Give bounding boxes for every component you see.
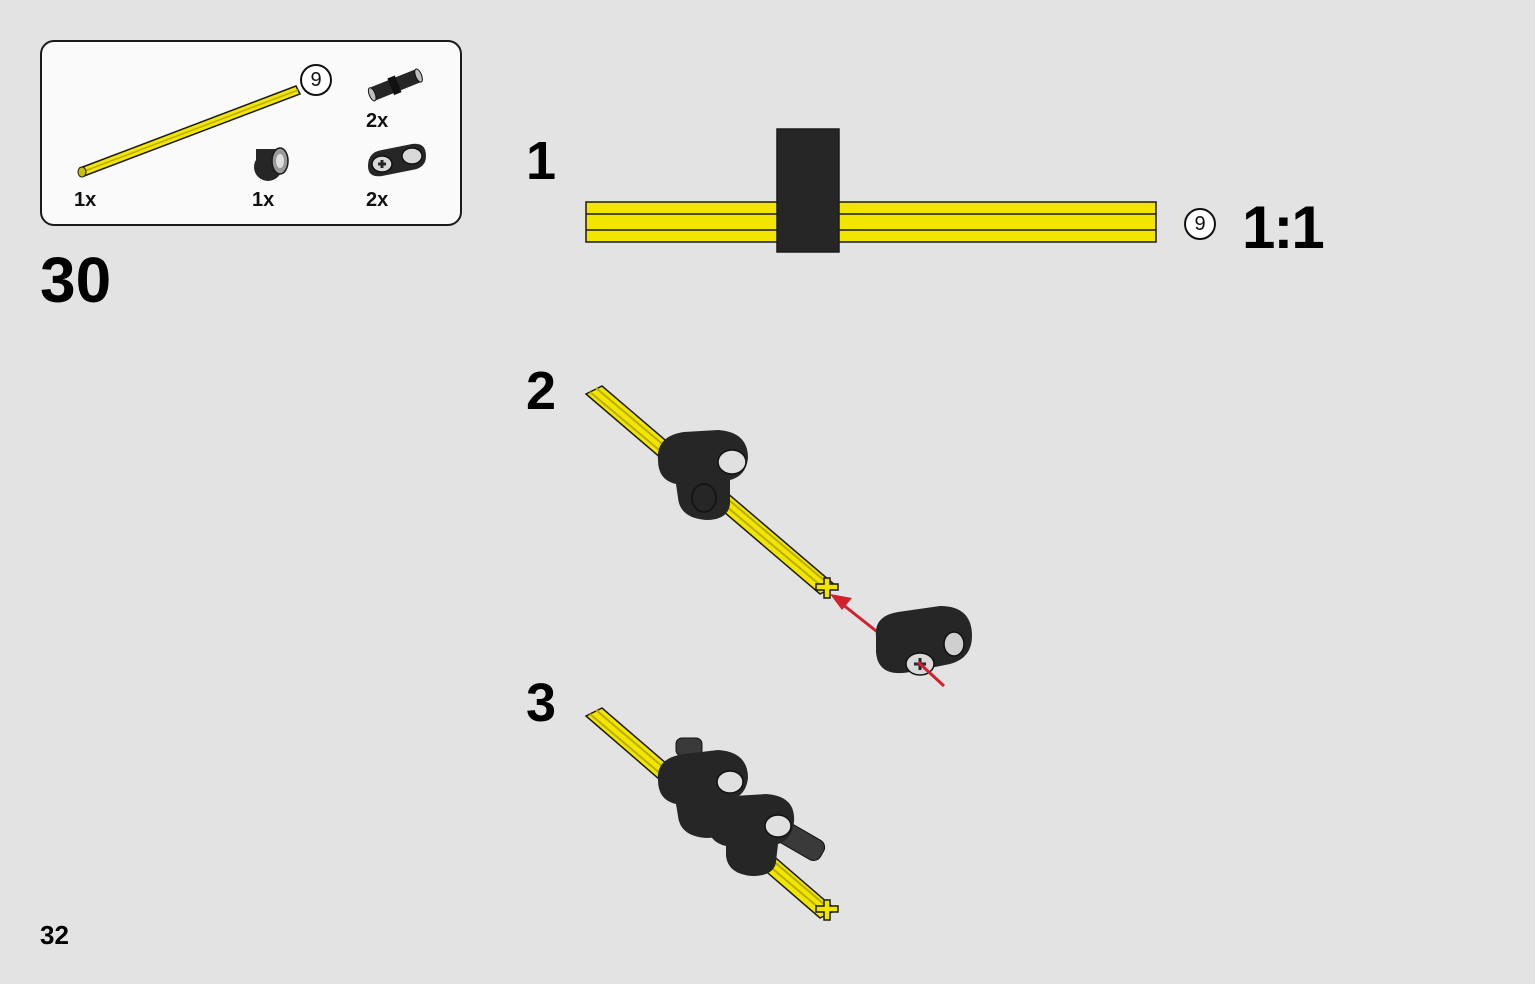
bush-quantity: 1x xyxy=(252,189,275,211)
bush-part-icon xyxy=(254,147,289,181)
beam-quantity: 2x xyxy=(366,189,389,211)
beam-part-icon xyxy=(368,143,426,177)
substep-2-number: 2 xyxy=(526,361,557,421)
substep-2-assembly xyxy=(584,385,972,688)
page-number: 32 xyxy=(40,920,69,950)
substep-1-number: 1 xyxy=(526,131,557,191)
substep-3-assembly xyxy=(584,707,839,921)
axle-length-badge: 9 xyxy=(300,64,332,96)
axle-quantity: 1x xyxy=(74,189,97,211)
step-number: 30 xyxy=(40,244,112,316)
pin-quantity: 2x xyxy=(366,110,389,132)
axle-part-icon xyxy=(77,85,302,178)
scale-length-badge: 9 xyxy=(1184,208,1216,240)
scale-ratio-label: 1:1 xyxy=(1242,194,1325,261)
substep-3-number: 3 xyxy=(526,673,557,733)
pin-part-icon xyxy=(367,68,423,102)
axle-scale-drawing xyxy=(585,128,1157,253)
parts-list-box xyxy=(40,40,462,226)
